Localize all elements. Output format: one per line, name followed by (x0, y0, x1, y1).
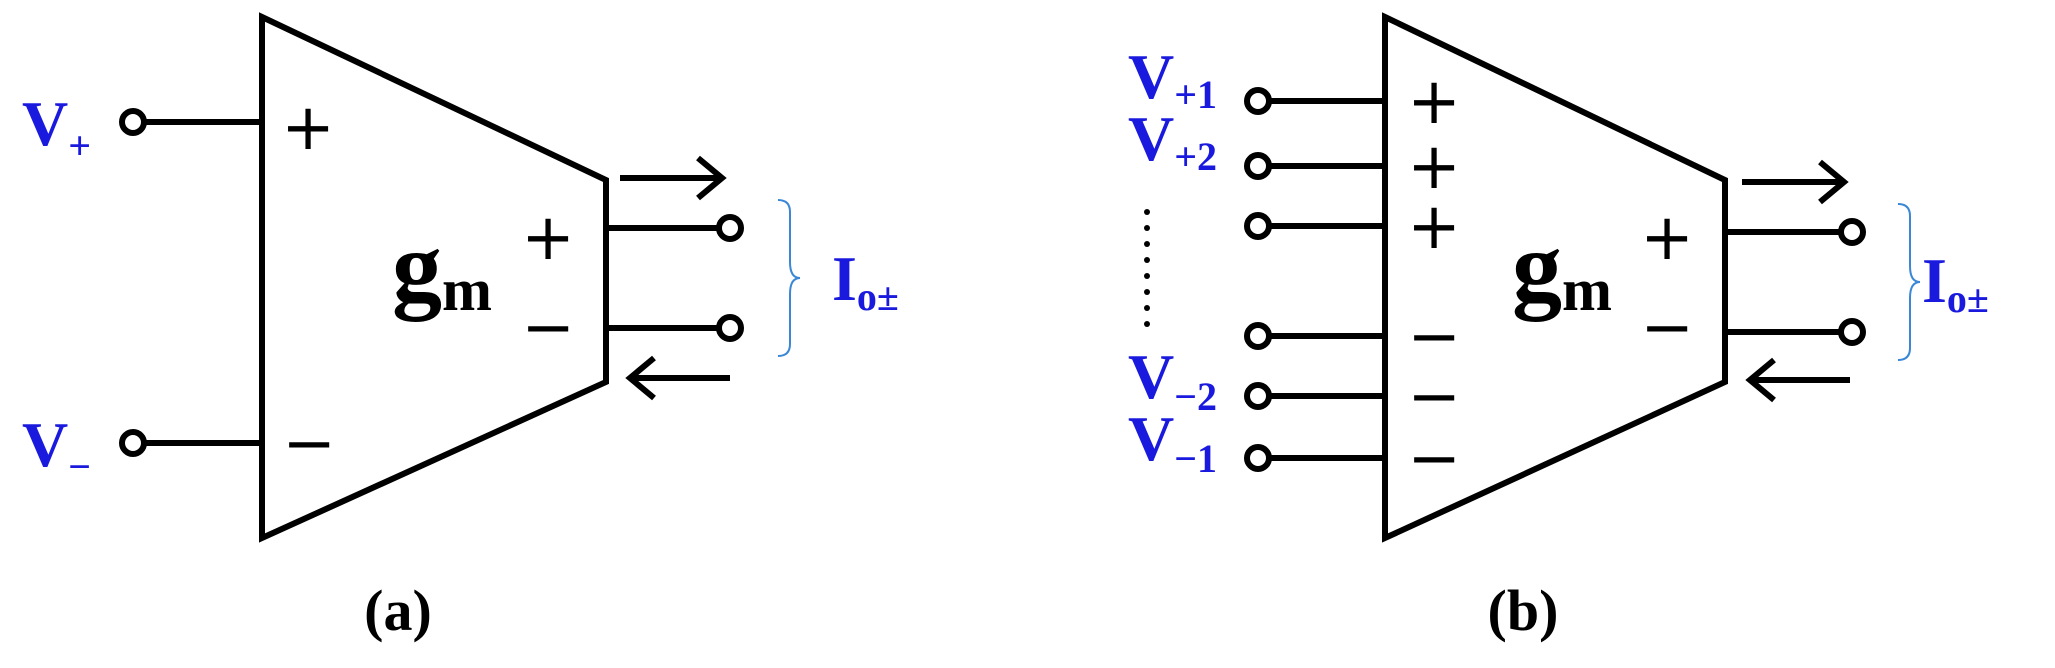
output-plus-sign-a: + (521, 201, 575, 275)
output-current-label-a: Io± (832, 243, 899, 319)
ota-body-a (259, 12, 609, 543)
input-terminal-b-6[interactable] (1244, 444, 1272, 472)
input-sign-b-2: + (1407, 130, 1461, 204)
output-minus-terminal-b[interactable] (1838, 318, 1866, 346)
input-plus-terminal-a[interactable] (119, 108, 147, 136)
input-terminal-b-5[interactable] (1244, 382, 1272, 410)
input-terminal-b-3[interactable] (1244, 212, 1272, 240)
output-minus-sign-b: − (1640, 291, 1694, 365)
output-brace-a (777, 199, 801, 357)
input-terminal-b-2[interactable] (1244, 152, 1272, 180)
input-sign-b-6: − (1407, 422, 1461, 496)
input-plus-sign-a: + (281, 91, 335, 165)
output-plus-terminal-b[interactable] (1838, 218, 1866, 246)
ota-body-b (1382, 12, 1728, 543)
input-sign-b-5: − (1407, 360, 1461, 434)
input-label-b-6: V−1 (1128, 403, 1217, 481)
input-label-b-2: V+2 (1128, 103, 1217, 179)
arrow-right-icon (620, 155, 727, 201)
output-plus-sign-b: + (1640, 201, 1694, 275)
caption-a: (a) (364, 578, 432, 643)
input-minus-label-a: V− (22, 409, 91, 489)
input-label-b-5: V−2 (1128, 341, 1217, 419)
arrow-left-icon (625, 355, 730, 401)
output-current-label-b: Io± (1922, 245, 1989, 321)
output-minus-terminal-a[interactable] (716, 314, 744, 342)
arrow-right-icon (1742, 159, 1849, 205)
input-rows-b: + + + − − − (1244, 65, 1461, 496)
caption-b: (b) (1488, 578, 1559, 643)
diagram-b: + + + − − − V+1 V+2 V−2 V−1 (1128, 12, 1989, 643)
input-sign-b-3: + (1407, 190, 1461, 264)
output-brace-b (1897, 203, 1921, 361)
output-plus-terminal-a[interactable] (716, 214, 744, 242)
input-label-b-1: V+1 (1128, 41, 1217, 117)
diagram-a: + − V+ V− gm + − Io± (a) (22, 12, 899, 643)
input-minus-sign-a: − (282, 407, 336, 481)
input-terminal-b-1[interactable] (1244, 87, 1272, 115)
gm-label-a: gm (392, 211, 492, 323)
vertical-ellipsis-icon (1144, 209, 1150, 327)
output-minus-sign-a: − (521, 291, 575, 365)
input-terminal-b-4[interactable] (1244, 322, 1272, 350)
input-sign-b-1: + (1407, 65, 1461, 139)
input-plus-label-a: V+ (22, 88, 91, 168)
input-minus-terminal-a[interactable] (119, 429, 147, 457)
input-sign-b-4: − (1407, 300, 1461, 374)
arrow-left-icon (1745, 357, 1850, 403)
gm-label-b: gm (1512, 211, 1612, 323)
